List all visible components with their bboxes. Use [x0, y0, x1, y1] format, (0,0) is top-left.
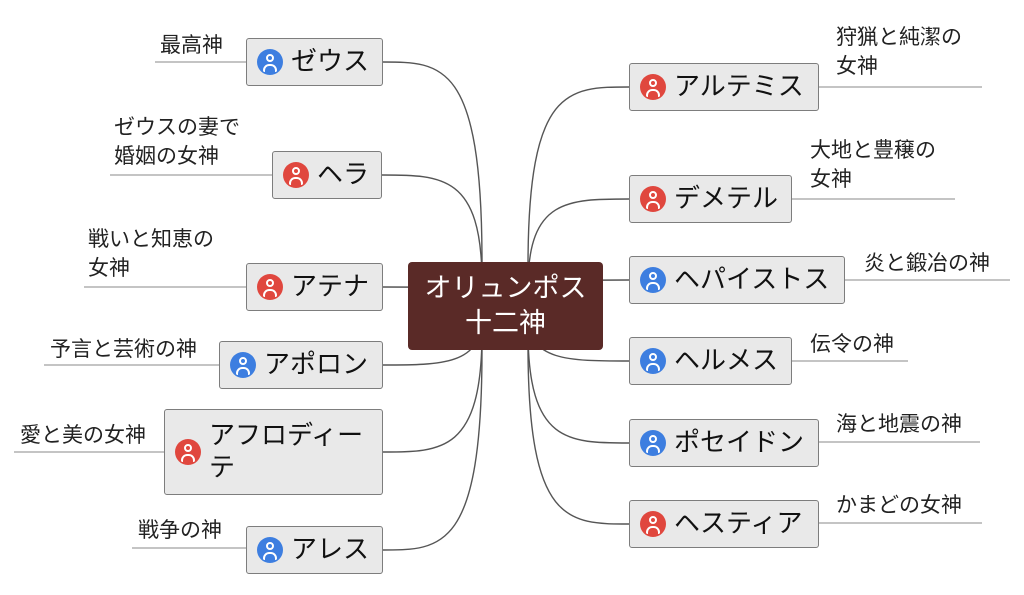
- user-icon: [257, 537, 283, 563]
- user-icon: [230, 352, 256, 378]
- topic-poseidon[interactable]: ポセイドン: [629, 419, 819, 467]
- note-line: 戦争の神: [138, 518, 222, 542]
- user-icon: [640, 267, 666, 293]
- central-topic-line1: オリュンポス: [424, 272, 587, 304]
- topic-demeter[interactable]: デメテル: [629, 175, 792, 223]
- note-line: 伝令の神: [810, 332, 894, 356]
- user-icon: [175, 439, 201, 465]
- connector-line: [382, 349, 483, 551]
- topic-hera[interactable]: ヘラ: [272, 151, 382, 199]
- note-line: 女神: [88, 255, 130, 280]
- topic-apollo[interactable]: アポロン: [219, 341, 383, 389]
- note-line: 予言と芸術の神: [50, 337, 197, 361]
- connector-line: [382, 332, 483, 453]
- note-line: 炎と鍛冶の神: [864, 251, 990, 275]
- note-line: 婚姻の女神: [114, 143, 219, 168]
- note-hera: ゼウスの妻で 婚姻の女神: [114, 113, 240, 171]
- topic-label: アポロン: [264, 349, 369, 380]
- note-underlines: [14, 61, 1010, 549]
- topic-label: アテナ: [291, 271, 370, 302]
- note-poseidon: 海と地震の神: [836, 410, 962, 439]
- topic-ares[interactable]: アレス: [246, 526, 383, 574]
- note-line: 女神: [810, 166, 852, 191]
- note-hermes: 伝令の神: [810, 330, 894, 359]
- user-icon: [257, 49, 283, 75]
- topic-label: ゼウス: [291, 46, 370, 77]
- topic-zeus[interactable]: ゼウス: [246, 38, 383, 86]
- topic-label: デメテル: [674, 183, 779, 214]
- connector-line: [527, 345, 630, 525]
- note-line: 狩猟と純潔の: [836, 25, 962, 49]
- user-icon: [640, 186, 666, 212]
- note-line: 戦いと知恵の: [88, 227, 214, 251]
- connector-line: [381, 174, 483, 283]
- note-line: 愛と美の女神: [20, 423, 146, 447]
- topic-label: アレス: [291, 534, 370, 565]
- topic-label: ヘルメス: [674, 345, 779, 376]
- note-athena: 戦いと知恵の 女神: [88, 225, 214, 283]
- note-artemis: 狩猟と純潔の 女神: [836, 23, 962, 81]
- note-line: 女神: [836, 53, 878, 78]
- note-line: 最高神: [160, 33, 223, 57]
- connector-line: [527, 86, 630, 267]
- topic-label: アルテミス: [674, 71, 804, 102]
- topic-aphrodite[interactable]: アフロディーテ: [164, 409, 383, 495]
- note-line: ゼウスの妻で: [114, 115, 240, 139]
- topic-athena[interactable]: アテナ: [246, 263, 383, 311]
- note-hephaestus: 炎と鍛冶の神: [864, 249, 990, 278]
- note-line: かまどの女神: [836, 493, 962, 517]
- topic-label: ヘラ: [317, 159, 370, 190]
- note-ares: 戦争の神: [138, 516, 222, 545]
- note-line: 海と地震の神: [836, 412, 962, 436]
- topic-hephaestus[interactable]: ヘパイストス: [629, 256, 845, 304]
- topic-artemis[interactable]: アルテミス: [629, 63, 819, 111]
- user-icon: [283, 162, 309, 188]
- topic-hermes[interactable]: ヘルメス: [629, 337, 792, 385]
- note-demeter: 大地と豊穣の 女神: [810, 136, 936, 194]
- central-topic-line2: 十二神: [465, 308, 546, 339]
- topic-hestia[interactable]: ヘスティア: [629, 500, 819, 548]
- user-icon: [640, 511, 666, 537]
- central-topic[interactable]: オリュンポス 十二神: [408, 262, 603, 350]
- topic-label: アフロディーテ: [209, 420, 364, 484]
- note-hestia: かまどの女神: [836, 491, 962, 520]
- note-zeus: 最高神: [160, 31, 223, 60]
- user-icon: [640, 348, 666, 374]
- user-icon: [640, 74, 666, 100]
- connector-line: [382, 61, 483, 263]
- topic-label: ヘパイストス: [674, 264, 830, 295]
- user-icon: [640, 430, 666, 456]
- note-aphrodite: 愛と美の女神: [20, 421, 146, 450]
- connector-line: [527, 198, 630, 287]
- connector-line: [527, 330, 630, 444]
- topic-label: ヘスティア: [674, 508, 803, 539]
- user-icon: [257, 274, 283, 300]
- note-line: 大地と豊穣の: [810, 138, 936, 162]
- topic-label: ポセイドン: [674, 427, 805, 458]
- note-apollo: 予言と芸術の神: [50, 335, 197, 364]
